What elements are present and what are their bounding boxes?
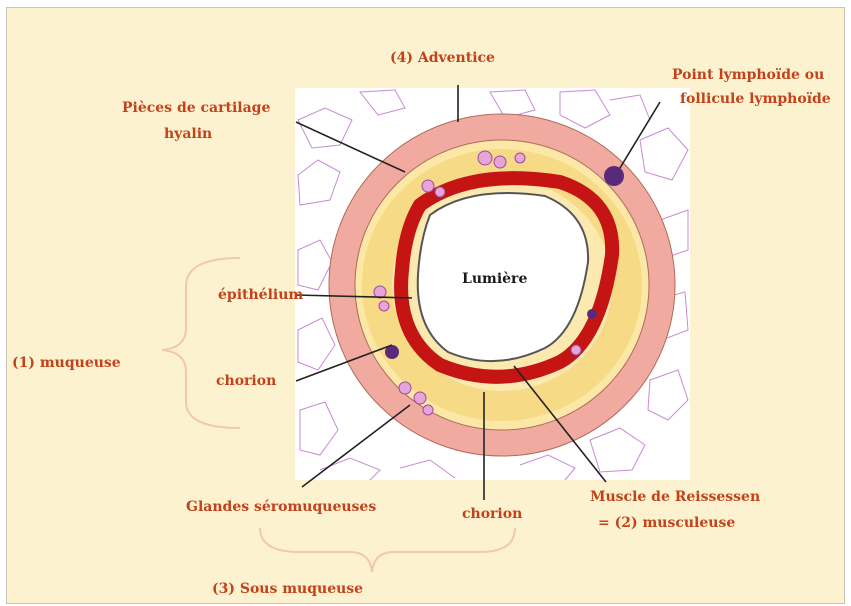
curly-brace-icon — [162, 258, 240, 428]
curly-brace-icon — [260, 528, 515, 572]
label-muscle-2: = (2) musculeuse — [598, 514, 735, 532]
label-lumiere: Lumière — [462, 270, 527, 288]
label-lymphoid-1: Point lymphoïde ou — [672, 66, 824, 84]
label-muscle-1: Muscle de Reissessen — [590, 488, 760, 506]
label-chorion-bottom: chorion — [462, 505, 522, 523]
lymphoid-follicle — [604, 166, 624, 186]
lymphoid-follicle-small — [587, 309, 597, 319]
label-chorion-left: chorion — [216, 372, 276, 390]
label-glandes: Glandes séromuqueuses — [186, 498, 376, 516]
label-cartilage-2: hyalin — [164, 125, 212, 143]
label-sous-muqueuse: (3) Sous muqueuse — [212, 580, 363, 598]
label-cartilage-1: Pièces de cartilage — [122, 99, 270, 117]
label-muqueuse: (1) muqueuse — [12, 354, 121, 372]
label-adventice: (4) Adventice — [390, 49, 495, 67]
label-lymphoid-2: follicule lymphoïde — [680, 90, 831, 108]
label-epithelium: épithélium — [218, 286, 303, 304]
